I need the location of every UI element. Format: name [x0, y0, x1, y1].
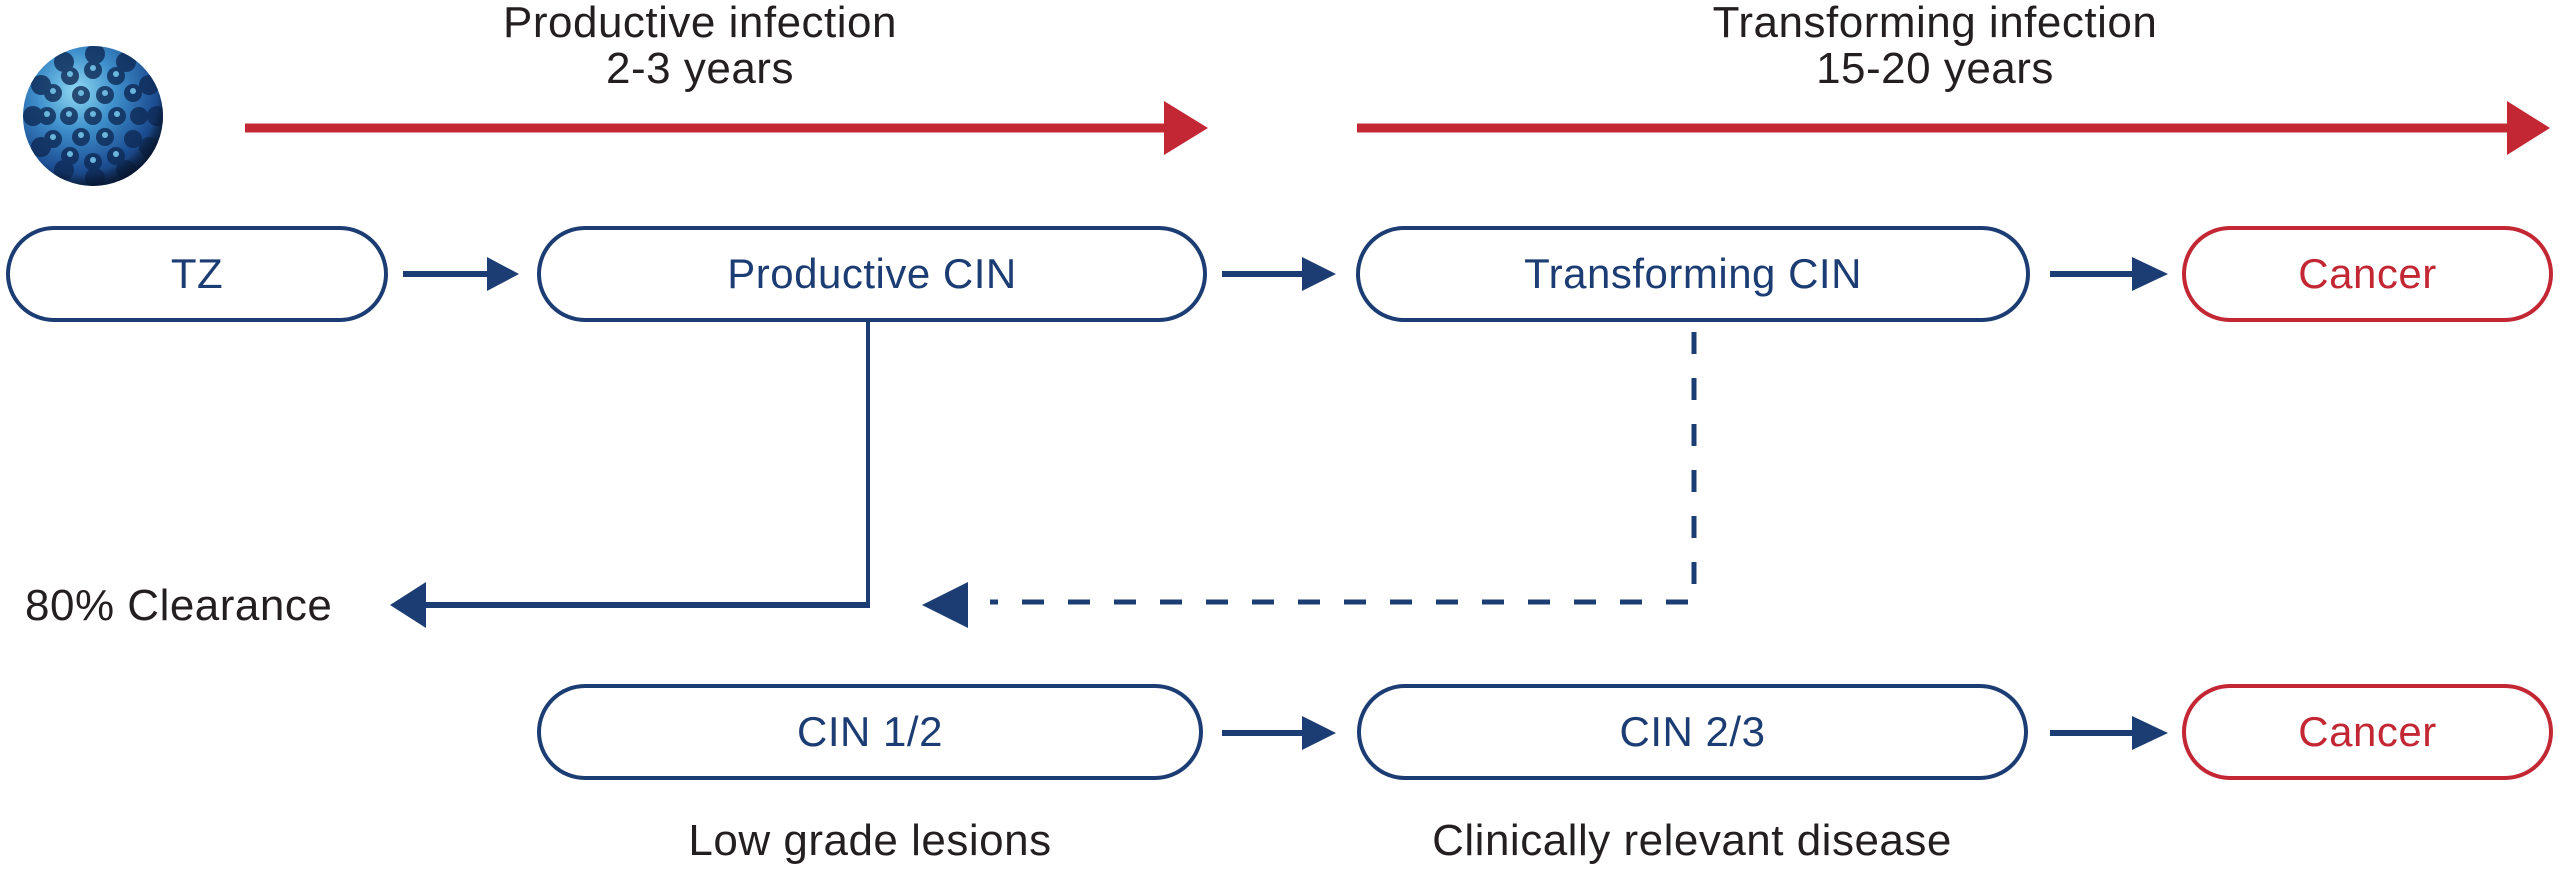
productive-infection-timeline-arrow — [245, 101, 1208, 155]
node-productive-cin-label: Productive CIN — [727, 250, 1017, 297]
node-productive-cin: Productive CIN — [537, 226, 1207, 322]
arrow-productive-to-transforming-cin — [1222, 257, 1336, 291]
node-tz: TZ — [6, 226, 388, 322]
arrow-cin23-to-cancer — [2050, 716, 2168, 750]
transforming-infection-timeline-arrow — [1357, 101, 2550, 155]
node-cin-1-2-label: CIN 1/2 — [797, 708, 943, 755]
hpv-virus-icon — [23, 46, 163, 186]
clearance-label: 80% Clearance — [25, 581, 333, 630]
node-transforming-cin-label: Transforming CIN — [1524, 250, 1862, 297]
phase-productive-title: Productive infection — [503, 0, 897, 47]
node-cin-2-3: CIN 2/3 — [1357, 684, 2028, 780]
caption-clinically-relevant: Clinically relevant disease — [1432, 816, 1952, 865]
node-cin-1-2: CIN 1/2 — [537, 684, 1203, 780]
node-cin-2-3-label: CIN 2/3 — [1619, 708, 1766, 755]
phase-transforming-title: Transforming infection — [1712, 0, 2158, 47]
node-cancer-bottom-label: Cancer — [2298, 708, 2437, 755]
regression-dashed-connector — [922, 332, 1697, 628]
node-cancer-top: Cancer — [2182, 226, 2553, 322]
arrow-transforming-cin-to-cancer — [2050, 257, 2168, 291]
phase-transforming-duration: 15-20 years — [1816, 44, 2054, 93]
arrow-cin12-to-cin23 — [1222, 716, 1336, 750]
clearance-connector — [390, 320, 870, 628]
node-cancer-top-label: Cancer — [2298, 250, 2437, 297]
node-tz-label: TZ — [170, 250, 224, 297]
phase-productive-duration: 2-3 years — [606, 44, 794, 93]
node-cancer-bottom: Cancer — [2182, 684, 2553, 780]
phase-label-transforming: Transforming infection 15-20 years — [1625, 0, 2245, 92]
caption-low-grade: Low grade lesions — [688, 816, 1052, 865]
arrow-tz-to-productive-cin — [403, 257, 519, 291]
node-transforming-cin: Transforming CIN — [1356, 226, 2030, 322]
phase-label-productive: Productive infection 2-3 years — [400, 0, 1000, 92]
